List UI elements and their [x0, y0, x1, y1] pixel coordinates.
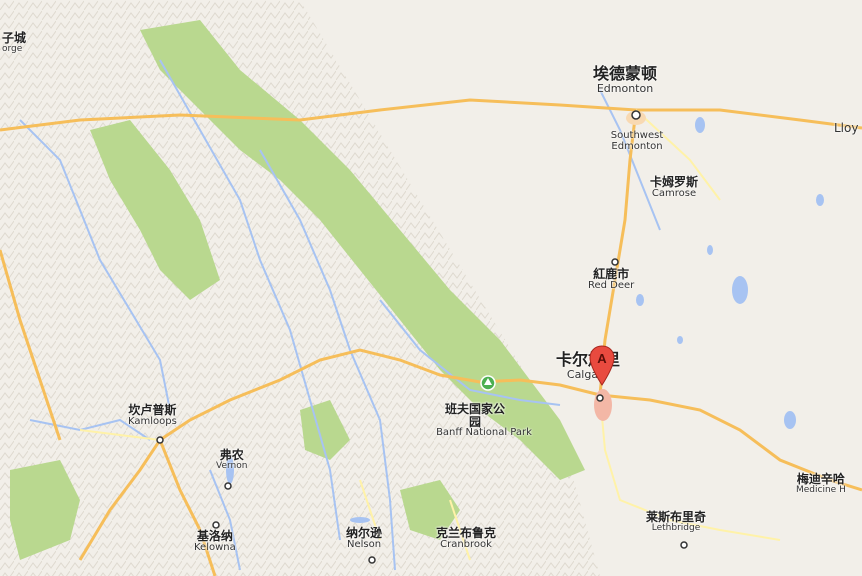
park-icon [480, 375, 496, 391]
edmonton-label[interactable]: 埃德蒙顿 Edmonton [593, 64, 658, 95]
lloydminster-label[interactable]: Lloy [834, 121, 859, 135]
kamloops-label[interactable]: 坎卢普斯 Kamloops [128, 403, 177, 427]
park-area [300, 400, 350, 460]
rivers [19, 59, 661, 571]
location-marker[interactable]: A [589, 345, 615, 389]
highways [0, 98, 862, 576]
city-dots [156, 110, 688, 564]
nelson-label[interactable]: 纳尔逊 Nelson [346, 526, 383, 550]
calgary-urban-area [594, 389, 612, 421]
lethbridge-label[interactable]: 莱斯布里奇 Lethbridge [646, 510, 707, 533]
lakes [226, 117, 824, 523]
park-area [140, 20, 585, 480]
kelowna-label[interactable]: 基洛纳 Kelowna [194, 529, 236, 553]
mountain-terrain [0, 0, 600, 576]
banff-label[interactable]: 班夫国家公园 Banff National Park [436, 402, 532, 439]
medicine-hat-label[interactable]: 梅迪辛哈 Medicine H [796, 472, 846, 495]
red-deer-label[interactable]: 紅鹿市 Red Deer [588, 267, 635, 291]
prince-george-label[interactable]: 子城 orge [2, 31, 27, 54]
map-pin-icon: A [589, 345, 615, 386]
marker-label: A [597, 351, 607, 366]
park-area [10, 460, 80, 560]
minor-roads [79, 109, 781, 561]
southwest-edmonton-label[interactable]: Southwest Edmonton [610, 130, 664, 152]
park-area [90, 120, 220, 300]
park-area [400, 480, 460, 540]
cranbrook-label[interactable]: 克兰布鲁克 Cranbrook [436, 526, 497, 550]
camrose-label[interactable]: 卡姆罗斯 Camrose [650, 175, 699, 199]
vernon-label[interactable]: 弗农 Vernon [216, 448, 248, 471]
